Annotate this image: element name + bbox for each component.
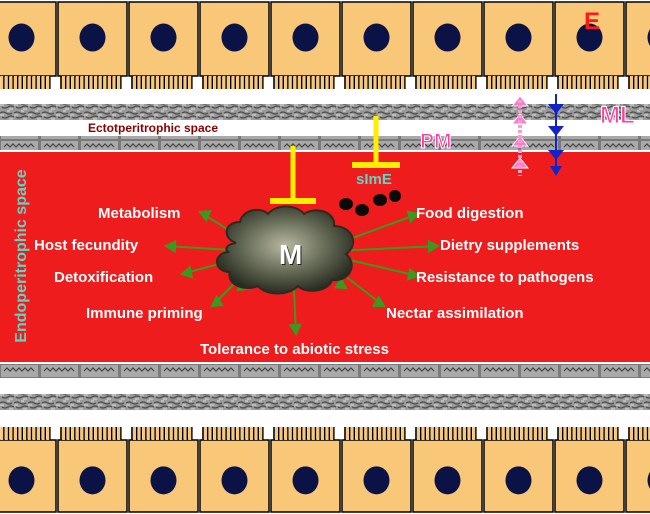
cell-nucleus [150,466,177,495]
up-arrow-icon [510,95,530,176]
arrowhead-icon [179,265,194,279]
cell-nucleus [576,23,603,52]
microvilli [486,427,548,440]
epithelial-cell [625,1,650,77]
microvilli [273,76,335,89]
microvilli [628,427,649,440]
microvilli [60,427,122,440]
label-immune-effector: sImE [356,171,392,188]
cell-nucleus [221,466,248,495]
function-immune-priming: Immune priming [86,305,203,322]
epithelial-cell [199,1,270,77]
microvilli [486,76,548,89]
cell-nucleus [576,466,603,495]
cell-nucleus [292,466,319,495]
inhibition-bar-icon [352,116,400,168]
function-metabolism: Metabolism [98,205,181,222]
bottom-muscle-layer [0,394,650,410]
microvilli [60,76,122,89]
microvilli [0,76,51,89]
cell-nucleus [8,23,35,52]
function-host-fecundity: Host fecundity [34,237,139,254]
cell-nucleus [434,23,461,52]
cell-nucleus [363,466,390,495]
arrowhead-icon [210,294,225,308]
microvilli [415,427,477,440]
top-muscle-layer [0,104,650,120]
microvilli [131,76,193,89]
epithelial-cell [625,439,650,513]
function-nectar-assimilation: Nectar assimilation [386,305,524,322]
arrowhead-icon [406,210,420,224]
function-dietry-supplements: Dietry supplements [440,237,580,254]
cell-nucleus [150,23,177,52]
function-detoxification: Detoxification [54,269,154,286]
microbe-cloud-icon [216,205,355,295]
label-microbiota: M [279,239,303,270]
microvilli [344,427,406,440]
arrowhead-icon [288,323,302,337]
microvilli [628,76,649,89]
function-resistance-to-pathogens: Resistance to pathogens [416,269,594,286]
inhibition-bar-icon [270,146,316,204]
label-ectoperitrophic-space: Ectotperitrophic space [88,121,219,135]
function-food-digestion: Food digestion [416,205,524,222]
cell-nucleus [647,472,650,489]
label-peritrophic-matrix: PM [420,130,452,153]
down-arrow-icon [548,94,564,176]
cell-nucleus [505,23,532,52]
arrowhead-icon [333,276,348,290]
cell-nucleus [221,23,248,52]
label-endoperitrophic-space: Endoperitrophic space [13,169,30,343]
microvilli [344,76,406,89]
function-arrow [339,245,439,252]
cell-nucleus [79,466,106,495]
microvilli [273,427,335,440]
arrowhead-icon [427,239,441,254]
function-arrows [163,209,441,337]
microvilli [557,427,619,440]
label-epithelium: E [584,8,601,35]
microvilli [415,76,477,89]
bottom-epithelium [0,427,650,513]
microvilli [0,427,51,440]
cell-nucleus [79,23,106,52]
cell-nucleus [292,23,319,52]
top-epithelium [0,1,650,89]
cell-nucleus [505,466,532,495]
label-muscle-layer: ML [600,102,636,129]
cell-nucleus [8,466,35,495]
arrowhead-icon [371,295,386,308]
cell-nucleus [434,466,461,495]
microvilli [131,427,193,440]
microvilli [202,427,264,440]
immune-effector-dots [339,190,401,216]
arrowhead-icon [163,239,177,254]
cell-nucleus [363,23,390,52]
arrowhead-icon [406,267,421,281]
arrowhead-icon [198,209,212,223]
bottom-peritrophic-matrix [0,364,650,378]
function-tolerance-abiotic-stress: Tolerance to abiotic stress [200,341,389,358]
function-arrow [338,256,419,277]
top-peritrophic-matrix [0,136,650,150]
microvilli [202,76,264,89]
cell-nucleus [647,29,650,46]
microvilli [557,76,619,89]
